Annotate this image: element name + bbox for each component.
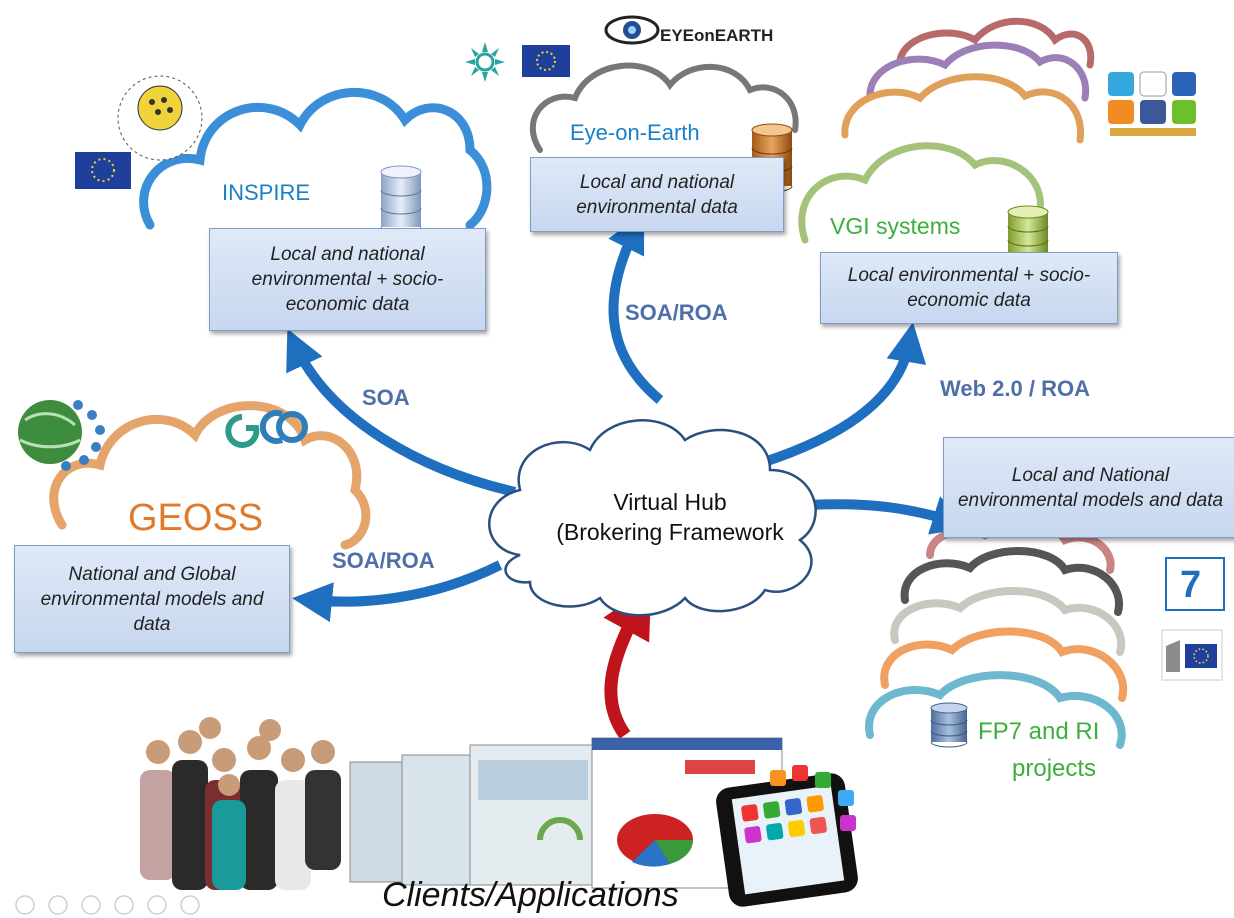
options-icon bbox=[180, 895, 200, 915]
arrow-web20 bbox=[743, 322, 927, 473]
arrow-clients-red bbox=[603, 584, 652, 739]
geoss-cloud bbox=[49, 401, 371, 550]
previous-slide-icon bbox=[15, 895, 35, 915]
hub-label: Virtual Hub (Brokering Framework bbox=[545, 487, 795, 547]
hub-line2: (Brokering Framework bbox=[556, 519, 784, 545]
smartphone-apps-image bbox=[716, 765, 858, 907]
fp7-title-line1: FP7 and RI bbox=[978, 718, 1100, 745]
inspire-database-icon bbox=[380, 165, 422, 234]
inspire-cloud bbox=[139, 87, 492, 230]
eye-data-text: Local and national environmental data bbox=[576, 171, 738, 218]
european-commission-logo-icon bbox=[1161, 629, 1223, 681]
application-screens-image bbox=[349, 737, 783, 889]
fp7-title-line2: projects bbox=[1012, 755, 1097, 782]
clients-label: Clients/Applications bbox=[382, 876, 679, 914]
soa-roa-left-label: SOA/ROA bbox=[332, 548, 435, 573]
fp7-database-icon bbox=[930, 702, 968, 748]
vgi-title: VGI systems bbox=[830, 213, 961, 239]
eye-on-earth-logo-text: EYEonEARTH bbox=[660, 26, 773, 45]
inspire-title: INSPIRE bbox=[222, 180, 311, 205]
hub-cloud bbox=[488, 419, 817, 617]
eye-on-earth-logo-icon bbox=[604, 15, 660, 45]
eye-title: Eye-on-Earth bbox=[570, 120, 700, 145]
zoom-icon bbox=[147, 895, 167, 915]
vgi-data-text: Local environmental + socio-economic dat… bbox=[847, 265, 1091, 311]
eea-flower-icon bbox=[465, 42, 505, 82]
vgi-data-box: Local environmental + socio-economic dat… bbox=[820, 252, 1118, 324]
web20-label: Web 2.0 / ROA bbox=[940, 376, 1090, 401]
fp7-clouds bbox=[865, 516, 1128, 749]
eu-flag-icon bbox=[522, 45, 570, 77]
fp7-logo-icon: 7 bbox=[1165, 557, 1225, 611]
eye-cloud bbox=[529, 62, 799, 153]
geo-logo-icon bbox=[225, 410, 308, 448]
geoss-globe-icon bbox=[18, 400, 105, 471]
pen-icon bbox=[81, 895, 101, 915]
inspire-data-box: Local and national environmental + socio… bbox=[209, 228, 486, 331]
slides-icon bbox=[114, 895, 134, 915]
geoss-data-text: National and Global environmental models… bbox=[40, 563, 264, 635]
arrow-soa-roa-left bbox=[292, 560, 503, 623]
eu-flag-icon bbox=[75, 152, 131, 189]
svg-text:7: 7 bbox=[1180, 564, 1201, 606]
eye-data-box: Local and national environmental data bbox=[530, 157, 784, 232]
soa-label: SOA bbox=[362, 385, 410, 410]
presentation-toolbar[interactable] bbox=[15, 895, 200, 915]
inspire-logo-icon bbox=[117, 75, 203, 161]
arrow-soa bbox=[286, 328, 517, 497]
people-group-image bbox=[140, 717, 341, 890]
arrow-right bbox=[809, 496, 973, 535]
inspire-data-text: Local and national environmental + socio… bbox=[251, 244, 444, 315]
fp7-data-box: Local and National environmental models … bbox=[943, 437, 1234, 538]
soa-roa-top-label: SOA/ROA bbox=[625, 300, 728, 325]
vgi-clouds bbox=[798, 17, 1095, 244]
geoss-data-box: National and Global environmental models… bbox=[14, 545, 290, 653]
hub-line1: Virtual Hub bbox=[613, 489, 727, 515]
fp7-data-text: Local and National environmental models … bbox=[957, 464, 1224, 511]
next-slide-icon bbox=[48, 895, 68, 915]
arrow-soa-roa-top bbox=[608, 211, 664, 404]
social-media-icons bbox=[1108, 71, 1196, 136]
geoss-title: GEOSS bbox=[128, 497, 264, 539]
